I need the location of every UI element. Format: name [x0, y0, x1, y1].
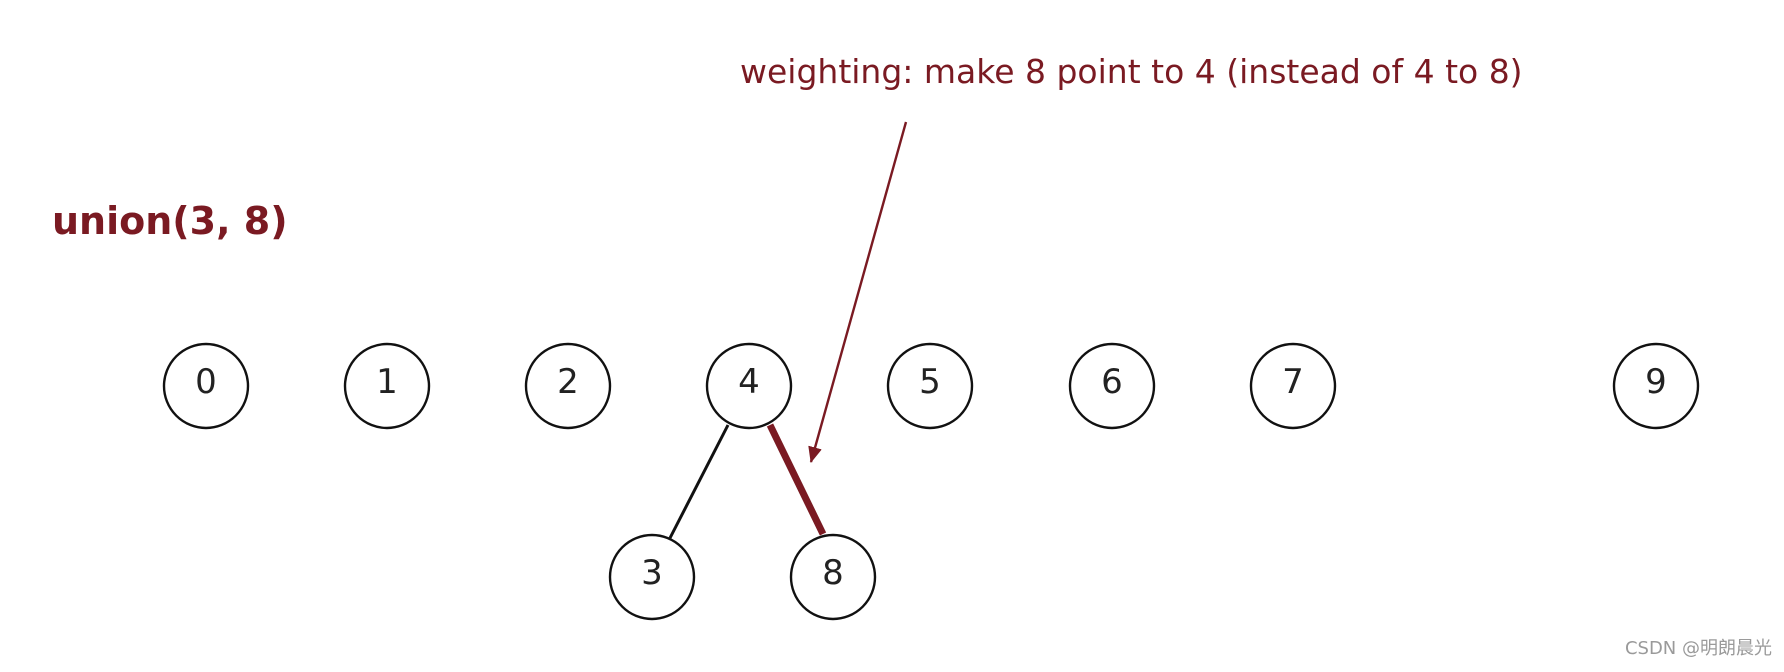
svg-text:7: 7 — [1282, 362, 1304, 402]
svg-text:2: 2 — [557, 362, 579, 402]
svg-text:9: 9 — [1645, 362, 1667, 402]
svg-text:5: 5 — [919, 362, 941, 402]
svg-text:8: 8 — [822, 553, 844, 593]
node-2: 2 — [524, 342, 612, 430]
svg-text:3: 3 — [641, 553, 663, 593]
node-7: 7 — [1249, 342, 1337, 430]
node-6: 6 — [1068, 342, 1156, 430]
svg-text:6: 6 — [1101, 362, 1123, 402]
node-9: 9 — [1612, 342, 1700, 430]
node-4: 4 — [705, 342, 793, 430]
svg-text:0: 0 — [195, 362, 217, 402]
node-1: 1 — [343, 342, 431, 430]
watermark: CSDN @明朗晨光 — [1624, 638, 1772, 659]
svg-text:1: 1 — [376, 362, 398, 402]
edge-3-to-4 — [668, 424, 730, 539]
operation-title: union(3, 8) — [52, 199, 288, 243]
node-8: 8 — [789, 533, 877, 621]
edge-8-to-4-highlighted — [766, 423, 827, 536]
weighting-annotation: weighting: make 8 point to 4 (instead of… — [740, 52, 1523, 91]
node-3: 3 — [608, 533, 696, 621]
annotation-arrow — [808, 121, 908, 463]
node-0: 0 — [162, 342, 250, 430]
node-5: 5 — [886, 342, 974, 430]
svg-text:4: 4 — [738, 362, 760, 402]
